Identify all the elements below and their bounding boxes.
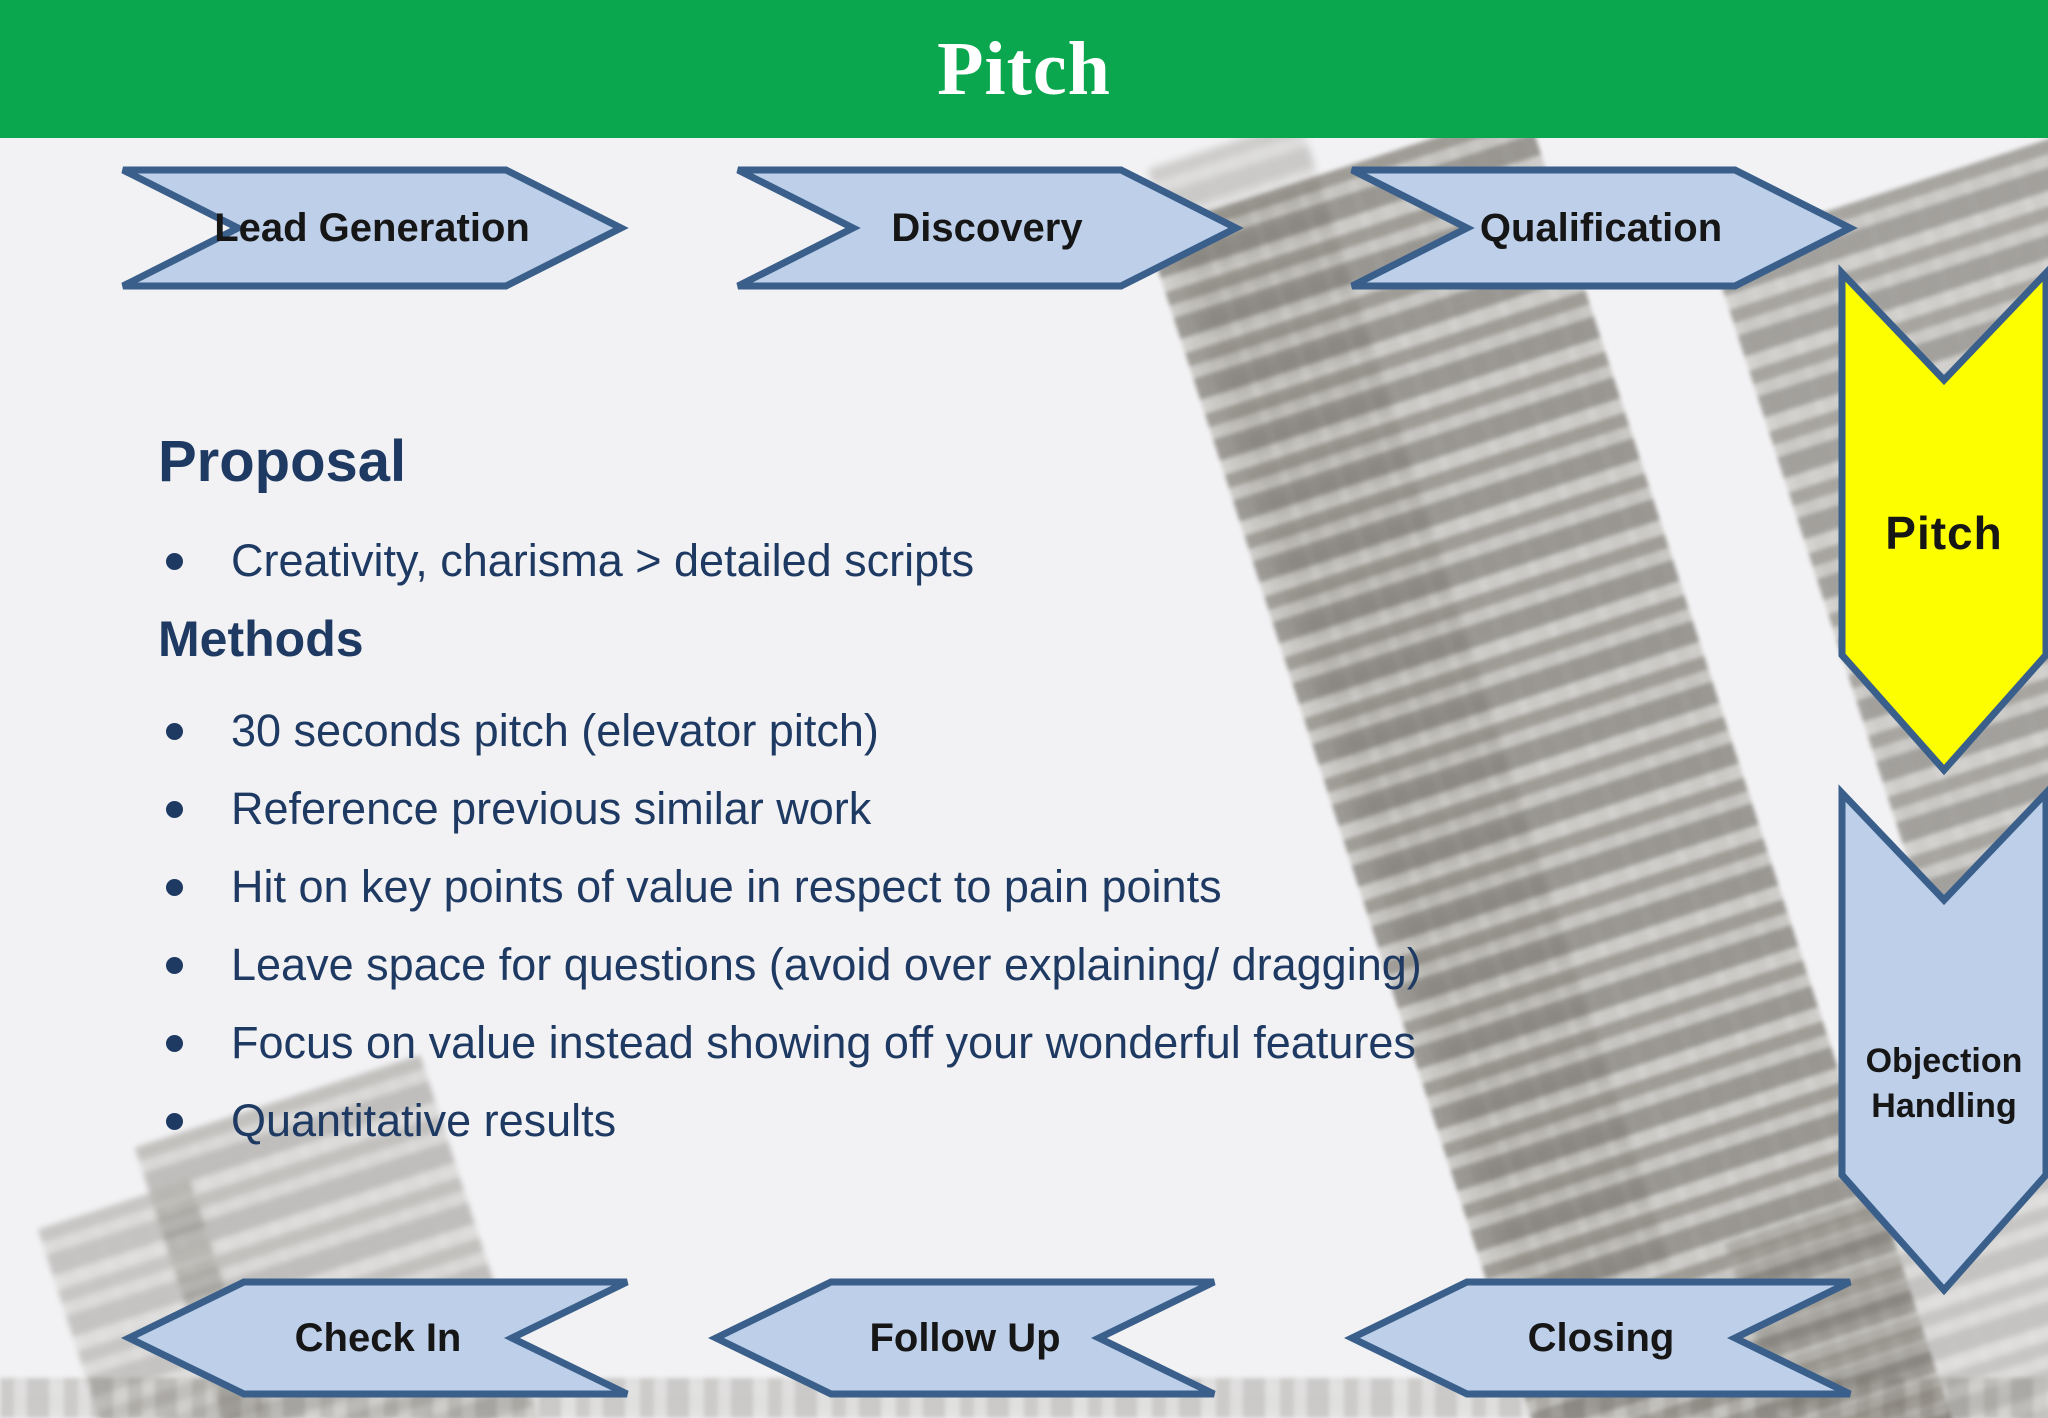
chevron-right-shape: [121, 166, 629, 290]
bullet-dot-icon: [166, 1034, 183, 1052]
bullet-text: 30 seconds pitch (elevator pitch): [231, 705, 879, 756]
methods-bullet-list: 30 seconds pitch (elevator pitch) Refere…: [158, 692, 1718, 1160]
chevron-down-shape: [1838, 264, 2048, 776]
chevron-left-shape: [1344, 1278, 1852, 1398]
bullet-dot-icon: [166, 800, 183, 818]
flow-step-label: Objection Handling: [1865, 1041, 2023, 1125]
flow-step-follow-up: Follow Up: [708, 1278, 1216, 1398]
flow-step-pitch: Pitch: [1838, 264, 2048, 776]
chevron-right-shape: [736, 166, 1244, 290]
slide-title: Pitch: [937, 26, 1111, 111]
bullet-item: Hit on key points of value in respect to…: [158, 848, 1718, 926]
bullet-text: Reference previous similar work: [231, 783, 872, 834]
bullet-text: Hit on key points of value in respect to…: [231, 861, 1222, 912]
bullet-item: Quantitative results: [158, 1082, 1718, 1160]
bullet-dot-icon: [166, 1112, 183, 1130]
flow-step-check-in: Check In: [121, 1278, 629, 1398]
slide-body: Proposal Creativity, charisma > detailed…: [158, 424, 1718, 1166]
bullet-item: Creativity, charisma > detailed scripts: [158, 522, 1718, 600]
flow-step-label: Follow Up: [869, 1315, 1061, 1360]
flow-step-qualification: Qualification: [1350, 166, 1858, 290]
flow-step-objection-handling: Objection Handling: [1838, 784, 2048, 1296]
flow-step-discovery: Discovery: [736, 166, 1244, 290]
flow-step-lead-generation: Lead Generation: [121, 166, 629, 290]
bullet-item: Reference previous similar work: [158, 770, 1718, 848]
chevron-left-shape: [121, 1278, 629, 1398]
section-heading-proposal: Proposal: [158, 429, 407, 494]
bullet-item: Focus on value instead showing off your …: [158, 1004, 1718, 1082]
bullet-text: Creativity, charisma > detailed scripts: [231, 535, 975, 586]
title-bar: Pitch: [0, 0, 2048, 138]
flow-step-closing: Closing: [1344, 1278, 1852, 1398]
flow-step-label: Closing: [1527, 1315, 1675, 1360]
flow-step-label: Discovery: [891, 205, 1083, 250]
flow-step-label: Qualification: [1479, 205, 1723, 250]
bullet-item: Leave space for questions (avoid over ex…: [158, 926, 1718, 1004]
bullet-item: 30 seconds pitch (elevator pitch): [158, 692, 1718, 770]
bullet-dot-icon: [166, 878, 183, 896]
proposal-bullet-list: Creativity, charisma > detailed scripts: [158, 522, 1718, 600]
bullet-dot-icon: [166, 956, 183, 974]
flow-step-label: Pitch: [1885, 507, 2003, 560]
chevron-left-shape: [708, 1278, 1216, 1398]
section-heading-methods: Methods: [158, 611, 364, 667]
chevron-down-shape: [1838, 784, 2048, 1296]
bullet-dot-icon: [166, 552, 183, 570]
bullet-text: Leave space for questions (avoid over ex…: [231, 939, 1422, 990]
flow-step-label: Check In: [294, 1315, 462, 1360]
bullet-text: Quantitative results: [231, 1095, 617, 1146]
bullet-text: Focus on value instead showing off your …: [231, 1017, 1416, 1068]
chevron-right-shape: [1350, 166, 1858, 290]
flow-step-label: Lead Generation: [214, 205, 530, 250]
bullet-dot-icon: [166, 722, 183, 740]
